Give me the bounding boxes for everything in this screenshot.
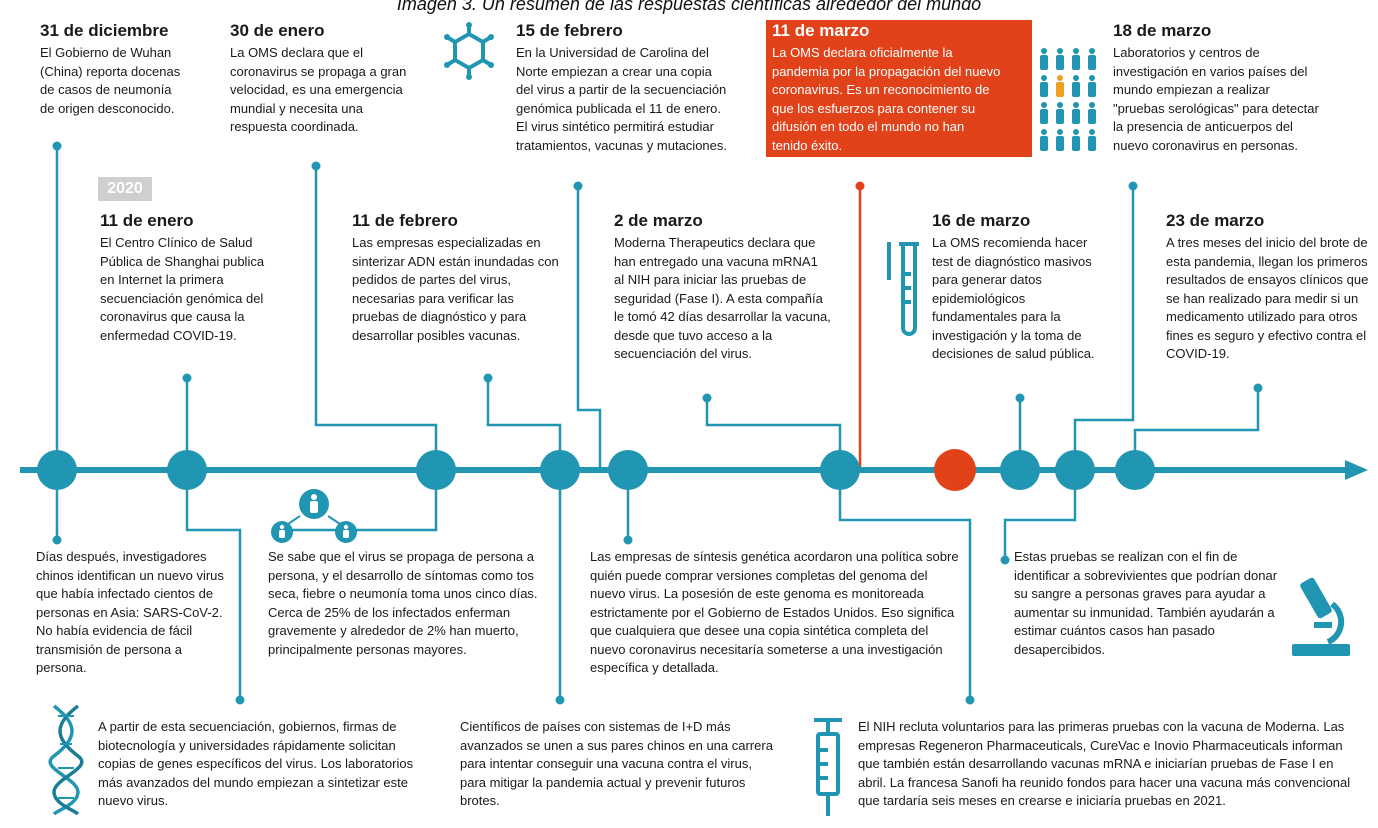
people-group-icon [1040, 48, 1096, 151]
timeline-arrow [1345, 460, 1368, 480]
test-tube-icon [887, 242, 919, 336]
note-transmision: Se sabe que el virus se propaga de perso… [268, 549, 538, 657]
event-2-marzo: 2 de marzo Moderna Therapeutics declara … [614, 210, 864, 364]
connector-15-feb [576, 186, 602, 470]
event-11-enero: 11 de enero El Centro Clínico de Salud P… [100, 210, 290, 345]
microscope-icon [1292, 577, 1350, 656]
event-text: Moderna Therapeutics declara que han ent… [614, 235, 831, 361]
note-cientificos: Científicos de países con sistemas de I+… [460, 719, 773, 808]
event-date: 11 de marzo [772, 21, 870, 40]
event-18-marzo: 18 de marzo Laboratorios y centros de in… [1113, 20, 1363, 155]
connector-18-mar [1073, 186, 1135, 470]
event-31-diciembre: 31 de diciembre El Gobierno de Wuhan (Ch… [40, 20, 220, 118]
event-text: El Centro Clínico de Salud Pública de Sh… [100, 235, 265, 343]
event-text: La OMS declara que el coronavirus se pro… [230, 45, 407, 134]
event-30-enero: 30 de enero La OMS declara que el corona… [230, 20, 450, 137]
event-date: 15 de febrero [516, 21, 623, 40]
timeline-node-highlight [934, 449, 976, 491]
timeline-nodes [37, 450, 1155, 490]
event-23-marzo: 23 de marzo A tres meses del inicio del … [1166, 210, 1376, 364]
year-badge: 2020 [98, 177, 152, 201]
person-to-person-icon [271, 489, 357, 543]
event-11-marzo: 11 de marzo La OMS declara oficialmente … [766, 20, 1032, 157]
event-15-febrero: 15 de febrero En la Universidad de Carol… [516, 20, 756, 155]
event-16-marzo: 16 de marzo La OMS recomienda hacer test… [932, 210, 1132, 364]
virus-icon [444, 22, 494, 80]
connector-2-mar-up [705, 398, 842, 470]
event-text: El Gobierno de Wuhan (China) reporta doc… [40, 45, 181, 116]
syringe-icon [814, 718, 842, 816]
event-date: 23 de marzo [1166, 211, 1265, 230]
event-date: 11 de febrero [352, 211, 458, 230]
event-11-febrero: 11 de febrero Las empresas especializada… [352, 210, 582, 345]
event-date: 16 de marzo [932, 211, 1031, 230]
event-text: Laboratorios y centros de investigación … [1113, 45, 1319, 153]
connector-18-mar-down [1003, 470, 1077, 560]
event-text: A tres meses del inicio del brote de est… [1166, 235, 1369, 361]
event-date: 11 de enero [100, 211, 194, 230]
connector-30-ene [314, 166, 438, 470]
dna-icon [48, 704, 84, 816]
figure-caption: Imagen 3. Un resumen de las respuestas c… [396, 0, 982, 14]
connector-11-feb-up [486, 378, 562, 470]
note-pruebas-serologicas: Estas pruebas se realizan con el fin de … [1014, 549, 1278, 657]
event-date: 18 de marzo [1113, 21, 1212, 40]
connector-11-ene-down [185, 470, 242, 700]
note-sintesis-genetica: Las empresas de síntesis genética acorda… [590, 549, 959, 675]
event-date: 2 de marzo [614, 211, 703, 230]
event-text: Las empresas especializadas en sinteriza… [352, 235, 559, 343]
note-nih-vacunas: El NIH recluta voluntarios para las prim… [858, 719, 1351, 808]
event-text: La OMS recomienda hacer test de diagnóst… [932, 235, 1095, 361]
event-date: 31 de diciembre [40, 21, 169, 40]
event-date: 30 de enero [230, 21, 325, 40]
connector-23-mar [1133, 388, 1260, 470]
event-text: La OMS declara oficialmente la pandemia … [772, 45, 1001, 153]
note-secuenciacion: A partir de esta secuenciación, gobierno… [98, 719, 414, 808]
connector-nih [838, 470, 972, 700]
note-dias-despues: Días después, investigadores chinos iden… [36, 549, 224, 675]
event-text: En la Universidad de Carolina del Norte … [516, 45, 727, 153]
